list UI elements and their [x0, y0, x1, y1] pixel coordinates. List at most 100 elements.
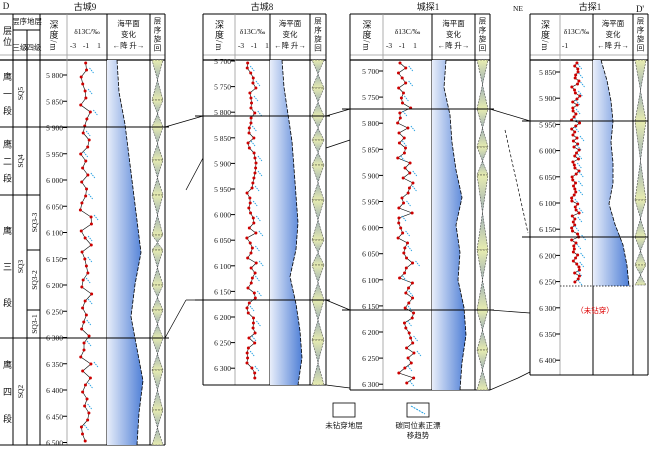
- cycle-triangle-down: [476, 59, 489, 85]
- d13c-data-point: [80, 327, 84, 331]
- d13c-data-point: [82, 341, 86, 345]
- d13c-data-point: [574, 181, 578, 185]
- d13c-data-point: [576, 70, 580, 74]
- d13c-data-point: [84, 96, 88, 100]
- cycle-triangle-up: [151, 353, 164, 371]
- direction-end-label: D': [636, 4, 644, 14]
- d13c-data-point: [81, 390, 85, 394]
- d13c-data-point: [571, 133, 575, 137]
- d13c-data-point: [249, 211, 253, 215]
- cycle-triangle-down: [151, 249, 164, 269]
- sea-level-header: 海平面: [602, 18, 625, 28]
- third-order-label: SQ3: [16, 260, 25, 274]
- d13c-data-point: [410, 316, 414, 320]
- depth-tick-label: 6 150: [539, 225, 556, 234]
- depth-tick-label: 5 850: [46, 97, 63, 106]
- positive-shift-arrow-icon: [579, 261, 585, 268]
- depth-tick-label: 5 800: [362, 119, 379, 128]
- d13c-data-point: [398, 111, 402, 115]
- d13c-data-point: [252, 316, 256, 320]
- legend-label: 碳同位素正漂: [396, 420, 441, 430]
- d13c-data-point: [83, 89, 87, 93]
- d13c-data-point: [87, 334, 91, 338]
- cycle-header: 层序旋回: [153, 17, 162, 53]
- d13c-data-point: [252, 221, 256, 225]
- depth-tick-label: 6 250: [539, 278, 556, 287]
- legend-trend-box: [406, 402, 430, 418]
- sea-level-curve-fill: [270, 60, 302, 385]
- legend-label: 未钻穿地层: [325, 420, 363, 430]
- cycle-triangle-up: [151, 79, 164, 101]
- d13c-data-point: [85, 117, 89, 121]
- d13c-data-point: [246, 311, 250, 315]
- correlation-line: [489, 377, 519, 391]
- positive-shift-arrow-icon: [400, 155, 406, 162]
- depth-tick-label: 6 200: [46, 281, 63, 290]
- d13c-data-point: [573, 205, 577, 209]
- d13c-data-point: [252, 136, 256, 140]
- positive-shift-arrow-icon: [578, 189, 584, 196]
- depth-tick-label: 6 150: [214, 287, 231, 296]
- depth-tick-label: 6 050: [362, 250, 379, 259]
- d13c-data-point: [397, 371, 401, 375]
- d13c-data-point: [246, 141, 250, 145]
- d13c-data-point: [84, 194, 88, 198]
- d13c-data-point: [404, 266, 408, 270]
- d13c-data-point: [573, 217, 577, 221]
- d13c-data-point: [410, 281, 414, 285]
- d13c-data-point: [83, 257, 87, 261]
- positive-shift-arrow-icon: [575, 99, 581, 106]
- cycle-triangle-down: [476, 309, 489, 331]
- d13c-data-point: [247, 301, 251, 305]
- d13c-data-point: [88, 110, 92, 114]
- d13c-data-point: [403, 366, 407, 370]
- d13c-data-point: [85, 187, 89, 191]
- cycle-triangle-down: [151, 309, 164, 325]
- d13c-data-point: [87, 138, 91, 142]
- positive-shift-arrow-icon: [253, 95, 259, 102]
- sea-level-header: 变化: [121, 29, 136, 39]
- d13c-data-point: [253, 171, 257, 175]
- d13c-data-point: [249, 266, 253, 270]
- cycle-triangle-up: [151, 112, 164, 128]
- depth-tick-label: 6 350: [46, 360, 63, 369]
- d13c-data-point: [83, 299, 87, 303]
- sea-level-header: 海平面: [117, 18, 140, 28]
- positive-shift-arrow-icon: [256, 320, 261, 327]
- depth-tick-label: 6 300: [214, 364, 231, 373]
- cycle-triangle-up: [151, 389, 164, 411]
- cycle-triangle-up: [476, 279, 489, 311]
- positive-shift-arrow-icon: [577, 270, 583, 277]
- d13c-data-point: [577, 148, 581, 152]
- d13c-data-point: [80, 432, 84, 436]
- d13c-data-point: [80, 180, 84, 184]
- correlation-line: [325, 139, 351, 149]
- d13c-data-point: [83, 439, 87, 443]
- d13c-data-point: [80, 285, 84, 289]
- d13c-data-point: [246, 286, 250, 290]
- positive-shift-arrow-icon: [408, 290, 414, 297]
- sea-level-axis: ←降 升→: [113, 40, 145, 50]
- d13c-scale-tick: 1: [265, 41, 269, 50]
- d13c-data-point: [78, 208, 82, 212]
- cycle-triangle-down: [151, 159, 164, 179]
- d13c-data-point: [82, 320, 86, 324]
- d13c-curve: [246, 62, 257, 379]
- depth-tick-label: 5 900: [362, 171, 379, 180]
- cycle-triangle-down: [311, 239, 325, 254]
- d13c-data-point: [571, 106, 575, 110]
- d13c-data-point: [398, 116, 402, 120]
- depth-tick-label: 5 950: [362, 198, 379, 207]
- positive-shift-arrow-icon: [255, 245, 260, 252]
- sea-level-axis: ←降 升→: [438, 40, 470, 50]
- positive-shift-arrow-icon: [416, 350, 422, 357]
- layer-label: 鹰一段: [2, 71, 12, 122]
- cycle-triangle-down: [476, 249, 489, 281]
- depth-tick-label: 6 450: [46, 412, 63, 421]
- positive-shift-arrow-icon: [578, 90, 583, 97]
- d13c-data-point: [249, 71, 253, 75]
- cycle-triangle-down: [151, 99, 164, 115]
- d13c-data-point: [571, 178, 575, 182]
- positive-shift-arrow-icon: [256, 290, 262, 297]
